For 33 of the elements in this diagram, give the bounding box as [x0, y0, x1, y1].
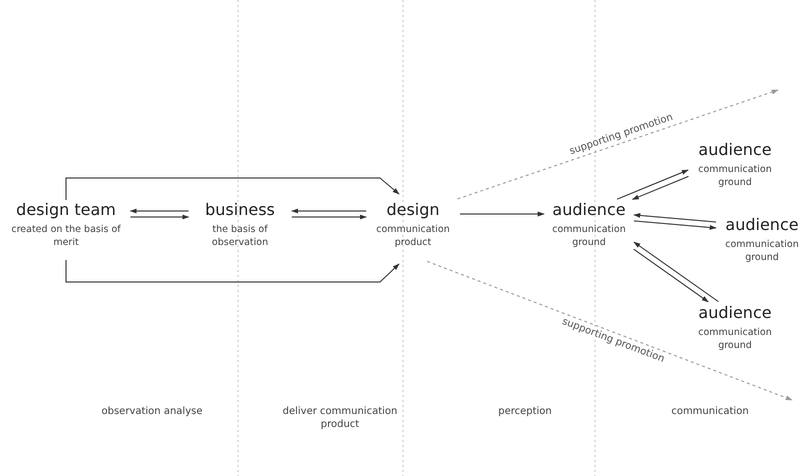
node-description: communication ground [697, 326, 773, 352]
node-title: audience [551, 200, 627, 220]
node-description: the basis of observation [210, 223, 270, 249]
node-title: business [204, 200, 276, 220]
arrow [291, 208, 367, 214]
arrow [460, 212, 545, 216]
node-description: communication ground [724, 238, 800, 264]
arrow [633, 242, 719, 302]
node-description: communication product [375, 223, 451, 249]
arrow [66, 260, 400, 282]
node-description: communication ground [551, 223, 627, 249]
column-label: communication [670, 405, 750, 418]
dashed-arrow [426, 260, 793, 400]
column-label: perception [497, 405, 553, 418]
node-title: design [385, 200, 441, 220]
arrow [130, 208, 190, 214]
column-label: deliver communication product [282, 405, 398, 431]
node-title: audience [697, 303, 773, 323]
arrow [66, 178, 400, 200]
arrow [616, 170, 689, 200]
arrow [632, 176, 689, 200]
arrow [130, 214, 190, 220]
column-label: observation analyse [100, 405, 204, 418]
arrow [634, 220, 717, 230]
node-description: communication ground [697, 163, 773, 189]
arrow [291, 214, 367, 220]
node-title: audience [697, 140, 773, 160]
arrow [633, 248, 709, 302]
node-title: design team [15, 200, 117, 220]
node-title: audience [724, 215, 800, 235]
arrow [633, 213, 716, 222]
dashed-arrow [457, 90, 779, 200]
node-description: created on the basis of merit [11, 223, 121, 249]
